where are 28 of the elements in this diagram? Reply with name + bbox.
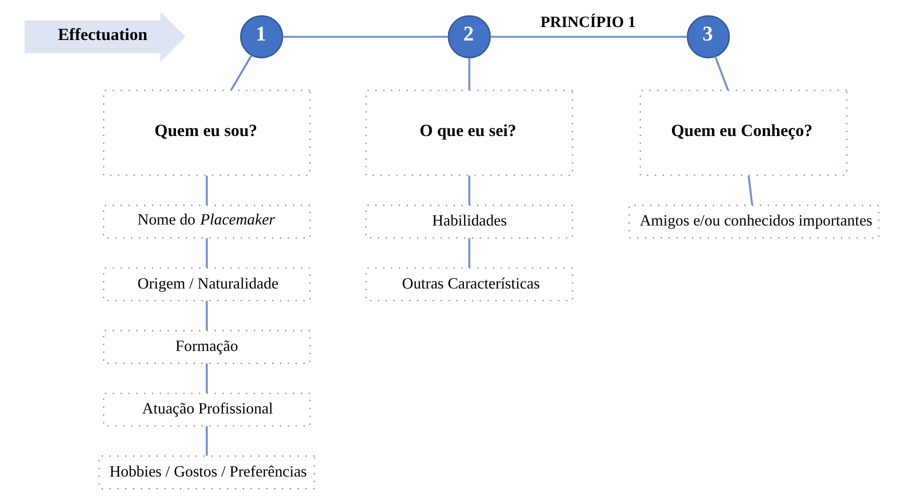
connector [490, 36, 688, 38]
connector [282, 36, 448, 38]
node-circle: 3 [686, 15, 730, 58]
connector [206, 176, 208, 206]
connector [206, 300, 208, 330]
node-box: Origem / Naturalidade [102, 267, 311, 302]
connector [468, 58, 470, 90]
node-circle: 1 [240, 15, 284, 58]
connector [206, 238, 208, 268]
node-box: Atuação Profissional [102, 392, 311, 427]
connector [206, 426, 208, 456]
connector [230, 54, 252, 91]
connector [468, 176, 470, 206]
connector [206, 363, 208, 394]
edge-label: PRINCÍPIO 1 [540, 14, 636, 32]
node-box: O que eu sei? [365, 90, 574, 176]
connector [468, 238, 470, 268]
node-box: Habilidades [365, 204, 574, 239]
node-box: Quem eu Conheço? [640, 90, 848, 176]
connector [748, 176, 754, 206]
node-box: Formação [102, 330, 311, 364]
node-box: Nome do Placemaker [102, 204, 311, 239]
connector [714, 56, 729, 91]
node-box: Hobbies / Gostos / Preferências [98, 455, 316, 490]
node-box: Quem eu sou? [102, 90, 311, 176]
node-box: Amigos e/ou conhecidos importantes [628, 204, 880, 239]
node-circle: 2 [448, 15, 491, 58]
node-box: Outras Características [365, 267, 574, 302]
